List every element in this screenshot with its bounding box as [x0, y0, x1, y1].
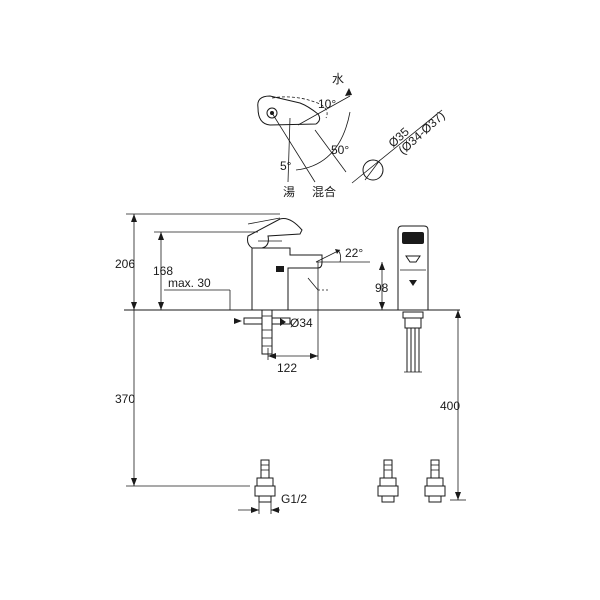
label-angle-5: 5° [280, 159, 292, 173]
dim-g12: G1/2 [281, 492, 307, 506]
label-mix: 混合 [312, 184, 336, 199]
hole-tick [364, 159, 381, 181]
dim-122: 122 [277, 361, 297, 375]
dim-370: 370 [115, 392, 135, 406]
hole-circle [362, 159, 384, 181]
hose-connector-left [254, 459, 276, 503]
dim-400: 400 [440, 399, 460, 413]
lever-line-hot [287, 117, 291, 183]
handle-pivot [266, 107, 278, 119]
hose-connector-front-1 [377, 459, 399, 503]
mounting-shank [261, 309, 273, 355]
dim-22deg: 22° [345, 246, 363, 260]
front-body [397, 225, 429, 311]
faucet-body [251, 247, 323, 311]
handle-top-ghost [271, 96, 328, 119]
dim-168: 168 [153, 264, 173, 278]
label-angle-10: 10° [318, 97, 336, 111]
dim-206: 206 [115, 257, 135, 271]
arrow-cold [345, 88, 352, 96]
label-cold: 水 [332, 72, 344, 86]
faucet-lever [247, 218, 303, 249]
dim-98: 98 [375, 281, 389, 295]
hole-diagonal [351, 109, 443, 184]
aerator [276, 266, 284, 272]
handle-top-outline [257, 95, 321, 126]
label-hot: 湯 [283, 185, 295, 199]
side-view: 206 168 max. 30 22° 98 [115, 213, 460, 514]
lever-line-50 [314, 129, 347, 173]
label-angle-50: 50° [331, 143, 349, 157]
top-view: 水 10° 50° 5° 湯 混合 [257, 72, 352, 199]
hose-connector-front-2 [424, 459, 446, 503]
dim-max30: max. 30 [168, 276, 211, 290]
lever-line-mix [271, 112, 316, 183]
dim-d34: Ø34 [290, 316, 313, 330]
mounting-hole: Ø35 (Ø34-Ø37) [351, 108, 448, 184]
lever-line-cold [297, 95, 351, 126]
front-view: 400 [377, 225, 466, 503]
